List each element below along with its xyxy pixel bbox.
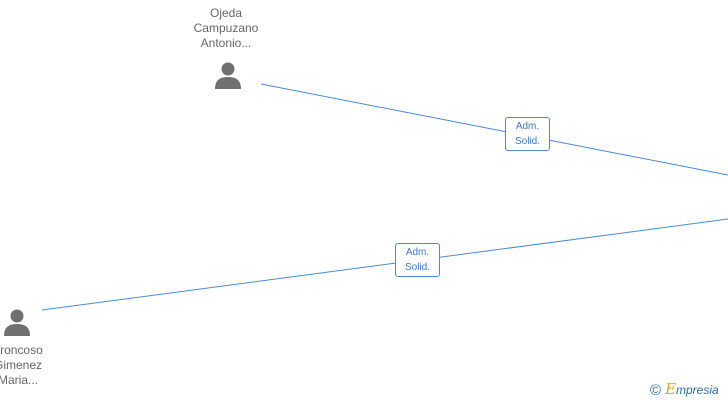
- person-name-line-1: Troncoso: [0, 343, 43, 357]
- person-icon[interactable]: [213, 60, 243, 90]
- edge-label-top[interactable]: Adm. Solid.: [505, 117, 550, 151]
- edge-line-bottom: [41, 218, 728, 311]
- person-name-line-1: Ojeda: [209, 6, 243, 20]
- person-name-line-2: Gimenez: [0, 358, 43, 372]
- person-name-line-3: Maria...: [0, 373, 38, 387]
- edge-label-line-1: Adm.: [515, 121, 540, 132]
- edge-label-line-2: Solid.: [404, 262, 430, 273]
- edge-label-bottom[interactable]: Adm. Solid.: [395, 243, 440, 277]
- person-node-troncoso[interactable]: Troncoso Gimenez Maria...: [0, 343, 68, 388]
- person-icon[interactable]: [2, 307, 32, 337]
- person-name-line-2: Campuzano: [193, 21, 259, 35]
- copyright-icon: ©: [650, 382, 662, 399]
- edge-label-line-1: Adm.: [405, 247, 430, 258]
- empresia-logo-text: mpresia: [676, 383, 719, 397]
- person-node-ojeda[interactable]: Ojeda Campuzano Antonio...: [176, 6, 276, 51]
- empresia-watermark: ©Empresia: [650, 380, 719, 399]
- person-name-line-3: Antonio...: [200, 36, 252, 50]
- empresia-logo-initial: E: [665, 380, 677, 398]
- edge-line-top: [260, 83, 728, 176]
- edge-label-line-2: Solid.: [514, 136, 540, 147]
